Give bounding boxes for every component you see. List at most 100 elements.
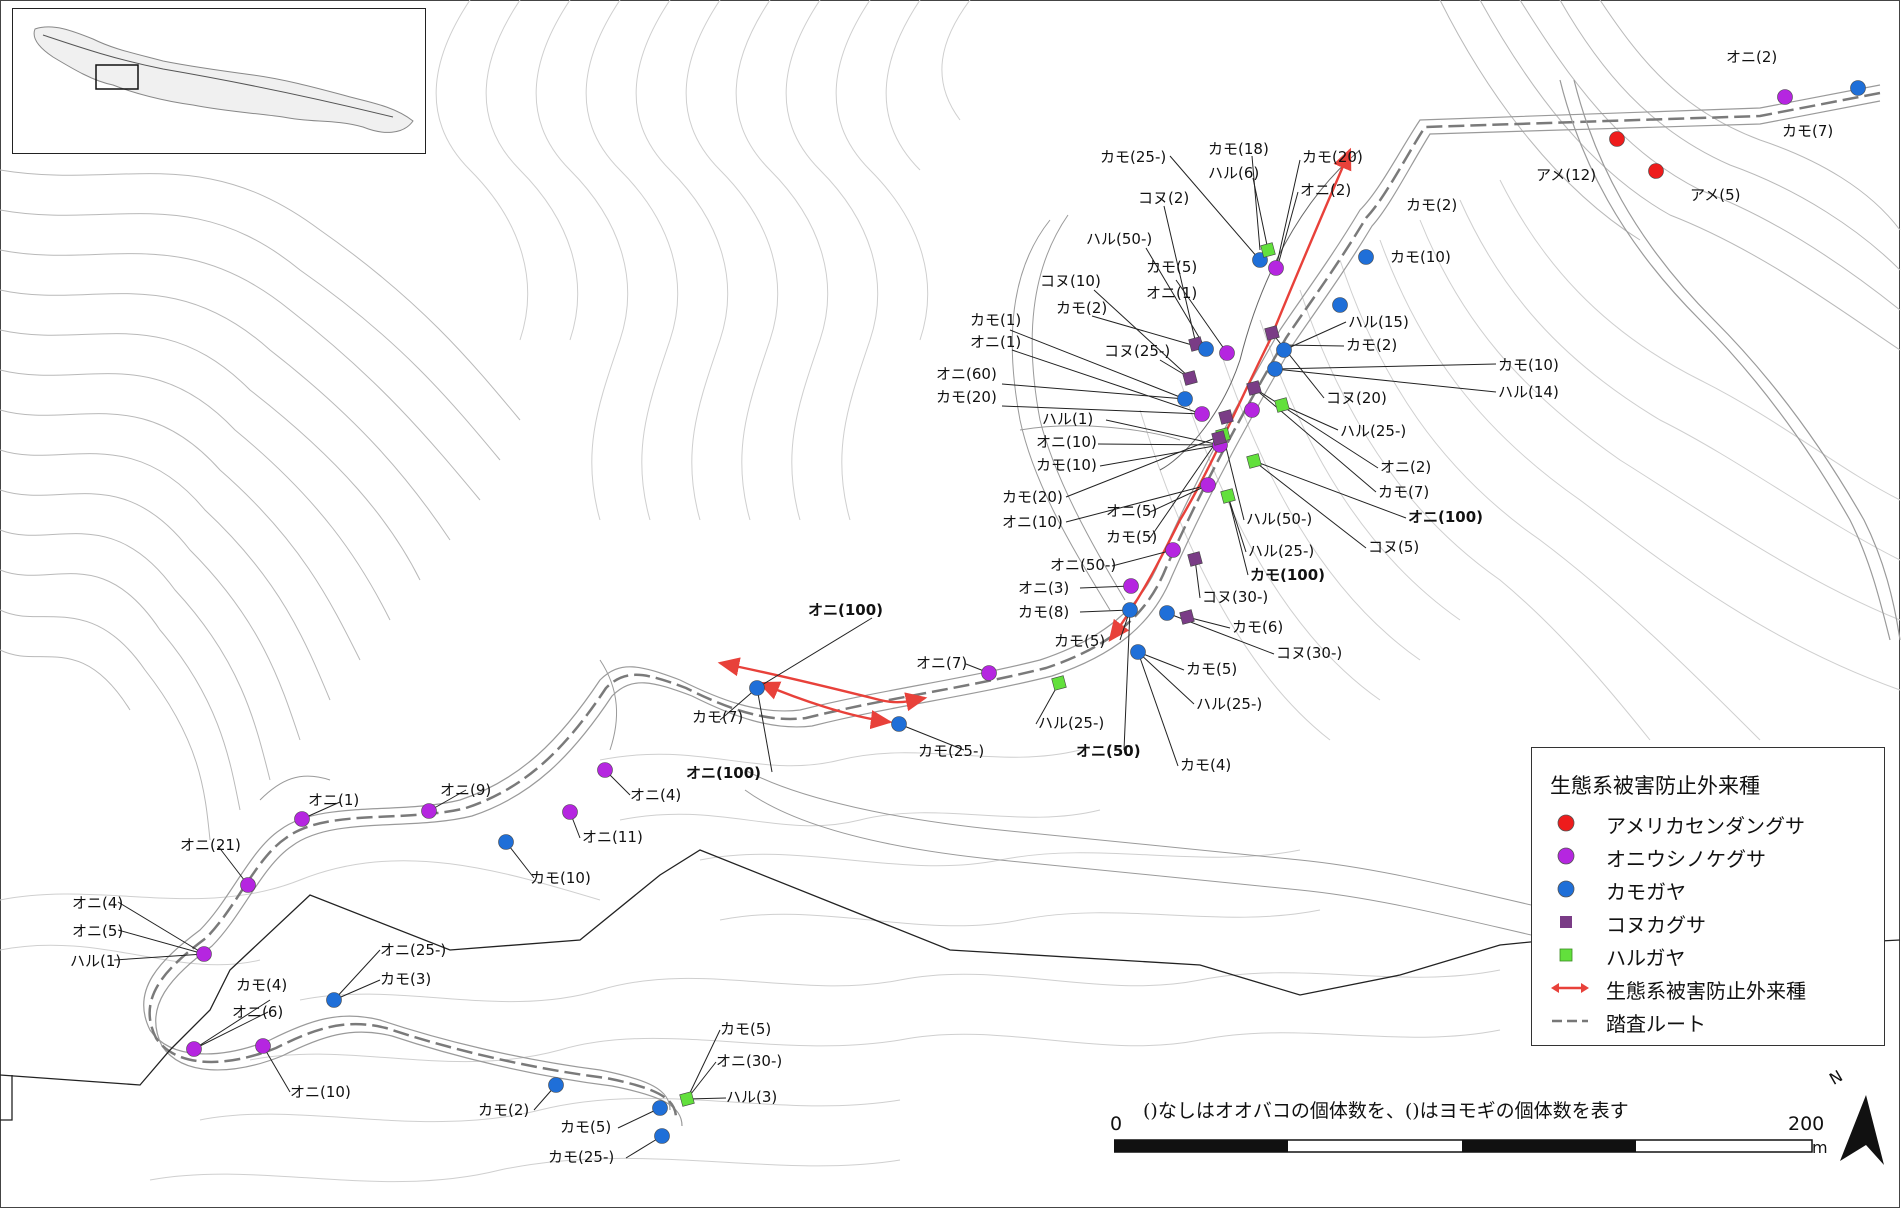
leader-line-21 bbox=[1105, 419, 1221, 446]
label-64: オニ(21) bbox=[180, 836, 241, 854]
label-9: オニ(2) bbox=[1300, 181, 1351, 199]
label-12: カモ(5) bbox=[1146, 258, 1197, 276]
label-18: カモ(1) bbox=[970, 311, 1021, 329]
leader-line-36 bbox=[1079, 585, 1132, 589]
label-44: オニ(3) bbox=[1018, 579, 1069, 597]
label-1: オニ(2) bbox=[1726, 48, 1777, 66]
species-point-A-0 bbox=[1609, 131, 1625, 147]
species-point-O-30 bbox=[1123, 578, 1139, 594]
label-50: コヌ(30-) bbox=[1276, 644, 1342, 662]
leader-line-29 bbox=[1149, 484, 1209, 513]
leader-line-6 bbox=[1145, 247, 1207, 350]
label-39: ハル(50-) bbox=[1246, 510, 1312, 528]
label-8: カモ(25-) bbox=[1100, 148, 1166, 166]
leader-line-17 bbox=[1001, 383, 1186, 400]
legend-item-orchard-grass: カモガヤ bbox=[1532, 874, 1882, 904]
label-78: カモ(5) bbox=[560, 1118, 611, 1136]
species-point-K-49 bbox=[548, 1077, 564, 1093]
species-point-K-37 bbox=[749, 680, 765, 696]
species-point-Q-12 bbox=[1264, 325, 1280, 341]
leader-line-65 bbox=[262, 1045, 291, 1093]
leader-line-9 bbox=[1091, 315, 1207, 350]
label-75: オニ(30-) bbox=[716, 1052, 782, 1070]
legend-label: 踏査ルート bbox=[1606, 1012, 1706, 1036]
species-point-K-8 bbox=[1332, 297, 1348, 313]
species-point-O-35 bbox=[981, 665, 997, 681]
species-point-O-28 bbox=[1165, 542, 1181, 558]
red-circle-icon bbox=[1557, 814, 1575, 832]
map-note: ()なしはオオバコの個体数を、()はヨモギの個体数を表す bbox=[1143, 1100, 1629, 1122]
leader-line-66 bbox=[686, 1029, 721, 1100]
species-point-O-41 bbox=[421, 803, 437, 819]
species-point-Q-29 bbox=[1187, 551, 1203, 567]
leader-line-37 bbox=[1079, 609, 1131, 613]
species-point-K-13 bbox=[1276, 342, 1292, 358]
label-19: オニ(1) bbox=[970, 333, 1021, 351]
species-point-H-36 bbox=[1051, 675, 1067, 691]
species-point-O-42 bbox=[294, 811, 310, 827]
leader-line-22 bbox=[1097, 443, 1221, 446]
species-point-O-6 bbox=[1268, 260, 1284, 276]
label-26: カモ(20) bbox=[936, 388, 997, 406]
legend-item-sweet-vernal-grass: ハルガヤ bbox=[1532, 940, 1882, 970]
label-54: ハル(25-) bbox=[1196, 695, 1262, 713]
leader-line-5 bbox=[1163, 205, 1197, 345]
species-point-Q-17 bbox=[1218, 409, 1234, 425]
label-16: オニ(1) bbox=[1146, 284, 1197, 302]
leader-line-45 bbox=[719, 687, 758, 721]
legend-label: オニウシノケグサ bbox=[1606, 847, 1766, 871]
label-33: カモ(7) bbox=[1378, 483, 1429, 501]
label-37: オニ(5) bbox=[1106, 502, 1157, 520]
species-point-K-19 bbox=[1267, 361, 1283, 377]
leader-line-63 bbox=[193, 999, 271, 1050]
inset-locator-box bbox=[95, 64, 139, 90]
species-point-O-45 bbox=[196, 946, 212, 962]
species-point-O-26 bbox=[1200, 477, 1216, 493]
leader-line-40 bbox=[1186, 616, 1231, 629]
leader-line-18 bbox=[1001, 405, 1203, 415]
label-60: オニ(1) bbox=[308, 791, 359, 809]
leader-line-51 bbox=[1137, 651, 1179, 767]
species-point-K-10 bbox=[1198, 341, 1214, 357]
leader-line-1 bbox=[1252, 177, 1269, 251]
label-36: オニ(100) bbox=[1408, 508, 1483, 526]
leader-line-61 bbox=[333, 949, 381, 1001]
leader-line-47 bbox=[898, 723, 965, 751]
leader-line-39 bbox=[756, 617, 873, 689]
label-57: オニ(100) bbox=[686, 764, 761, 782]
scale-start-label: 0 bbox=[1110, 1113, 1123, 1135]
label-55: カモ(25-) bbox=[918, 742, 984, 760]
species-point-Q-14 bbox=[1182, 370, 1198, 386]
species-point-O-20 bbox=[1244, 402, 1260, 418]
leader-line-50 bbox=[1123, 609, 1131, 751]
label-46: コヌ(30-) bbox=[1202, 588, 1268, 606]
leader-line-2 bbox=[1275, 159, 1301, 269]
label-58: オニ(50) bbox=[1076, 742, 1141, 760]
species-point-K-31 bbox=[1122, 602, 1138, 618]
leader-line-25 bbox=[1253, 387, 1377, 493]
species-point-K-7 bbox=[1358, 249, 1374, 265]
scale-bar bbox=[1114, 1139, 1813, 1153]
north-arrow-icon bbox=[1840, 1095, 1884, 1165]
label-20: ハル(15) bbox=[1348, 313, 1409, 331]
label-52: カモ(5) bbox=[1186, 660, 1237, 678]
label-49: カモ(5) bbox=[1054, 632, 1105, 650]
label-30: オニ(10) bbox=[1036, 433, 1097, 451]
species-point-H-27 bbox=[1220, 488, 1236, 504]
label-71: カモ(4) bbox=[236, 976, 287, 994]
leader-line-64 bbox=[193, 1011, 269, 1050]
leader-line-60 bbox=[113, 953, 205, 961]
label-63: オニ(11) bbox=[582, 828, 643, 846]
label-3: アメ(12) bbox=[1536, 166, 1596, 184]
label-35: オニ(10) bbox=[1002, 513, 1063, 531]
species-point-K-50 bbox=[652, 1100, 668, 1116]
inset-road bbox=[42, 34, 394, 118]
label-42: オニ(50-) bbox=[1050, 556, 1116, 574]
species-point-O-16 bbox=[1194, 406, 1210, 422]
label-15: コヌ(10) bbox=[1040, 272, 1101, 290]
label-22: コヌ(25-) bbox=[1104, 342, 1170, 360]
label-43: カモ(100) bbox=[1250, 566, 1325, 584]
leader-line-49 bbox=[756, 687, 773, 773]
label-48: カモ(6) bbox=[1232, 618, 1283, 636]
